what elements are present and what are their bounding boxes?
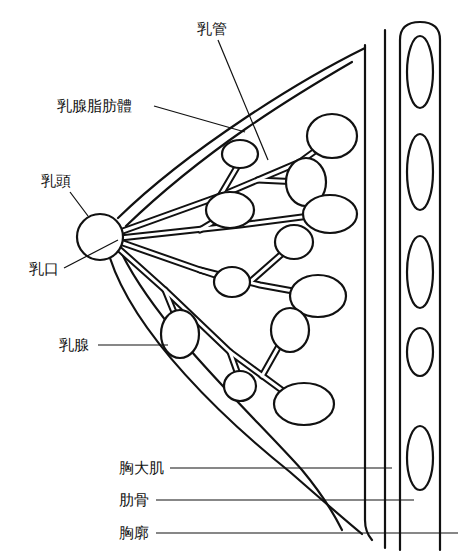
part-label: 胸大肌 xyxy=(118,459,165,477)
part-label: 胸廓 xyxy=(118,524,150,542)
rib xyxy=(407,134,433,210)
rib xyxy=(407,426,433,490)
breast-outline xyxy=(110,258,362,534)
pectoral-muscle xyxy=(384,30,386,548)
part-label: 乳腺脂肪體 xyxy=(56,97,133,115)
rib xyxy=(407,328,433,376)
part-label: 乳頭 xyxy=(40,172,72,190)
chest-wall xyxy=(400,22,440,550)
part-label: 乳口 xyxy=(28,260,60,278)
lobules xyxy=(161,114,357,425)
rib xyxy=(407,236,433,308)
nipple xyxy=(77,214,123,260)
pectoral-muscle xyxy=(365,45,372,540)
part-label: 乳腺 xyxy=(58,336,90,354)
part-label: 肋骨 xyxy=(118,491,150,509)
rib xyxy=(407,36,433,108)
part-label: 乳管 xyxy=(196,20,228,38)
